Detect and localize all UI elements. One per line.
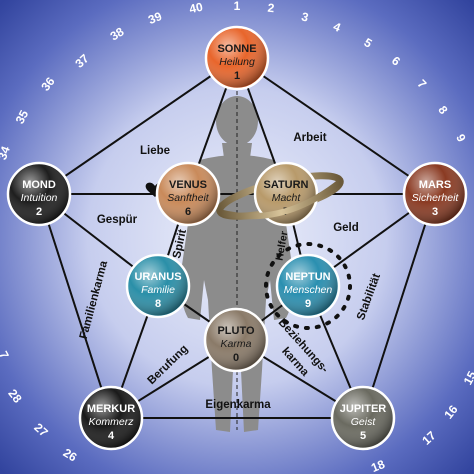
label-helfer: Helfer [274, 230, 291, 261]
planet-shading [405, 164, 465, 224]
ring-number: 35 [13, 108, 32, 127]
planet-number: 9 [305, 298, 311, 310]
planet-number: 8 [155, 298, 161, 310]
planet-number: 1 [234, 70, 240, 82]
planet-shading [333, 388, 393, 448]
planet-keyword: Familie [141, 284, 175, 296]
label-eigenkarma: Eigenkarma [205, 399, 271, 411]
saturn-rings-front [219, 179, 343, 220]
ring-number: 15 [461, 369, 474, 388]
planet-number: 3 [432, 206, 438, 218]
planet-number: 0 [233, 352, 239, 364]
planet-keyword: Kommerz [89, 416, 135, 428]
planet-number: 2 [36, 206, 42, 218]
ring-number: 7 [0, 349, 12, 362]
planet-name: SATURN [263, 179, 308, 191]
planet-name: PLUTO [217, 325, 255, 337]
ring-number: 18 [369, 457, 387, 474]
ring-number: 39 [146, 9, 164, 27]
planet-keyword: Sanftheit [167, 192, 210, 204]
planet-keyword: Karma [221, 338, 252, 350]
neptun-halo [264, 242, 352, 330]
planet-number: 5 [360, 430, 366, 442]
label-arbeit: Arbeit [293, 132, 326, 144]
planet-name: JUPITER [340, 403, 387, 415]
planet-name: URANUS [134, 271, 181, 283]
planet-keyword: Macht [272, 192, 302, 204]
planet-name: MARS [419, 179, 451, 191]
planet-keyword: Intuition [21, 192, 58, 204]
planet-keyword: Geist [351, 416, 377, 428]
planet-shading [158, 164, 218, 224]
label-geld: Geld [333, 222, 359, 234]
planet-shading [206, 310, 266, 370]
planet-name: MOND [22, 179, 56, 191]
planet-name: NEPTUN [285, 271, 330, 283]
planet-name: SONNE [217, 43, 256, 55]
planet-keyword: Sicherheit [412, 192, 460, 204]
outer-pentagon [37, 56, 437, 419]
label-liebe: Liebe [140, 145, 170, 157]
planet-shading [278, 256, 338, 316]
planet-shading [81, 388, 141, 448]
planet-keyword: Heilung [219, 56, 255, 68]
planet-shading [207, 28, 267, 88]
planet-shading [128, 256, 188, 316]
planet-number: 4 [108, 430, 115, 442]
ring-number: 4 [331, 19, 343, 35]
ring-number: 3 [300, 9, 310, 24]
planet-name: VENUS [169, 179, 207, 191]
ring-number: 34 [0, 144, 13, 162]
ring-number: 2 [267, 1, 275, 16]
label-gespuer: Gespür [97, 214, 138, 226]
ring-number: 1 [234, 0, 241, 13]
planet-keyword: Menschen [284, 284, 333, 296]
planet-name: MERKUR [87, 403, 135, 415]
ring-number: 40 [188, 0, 204, 16]
planet-shading [9, 164, 69, 224]
planet-number: 6 [185, 206, 191, 218]
